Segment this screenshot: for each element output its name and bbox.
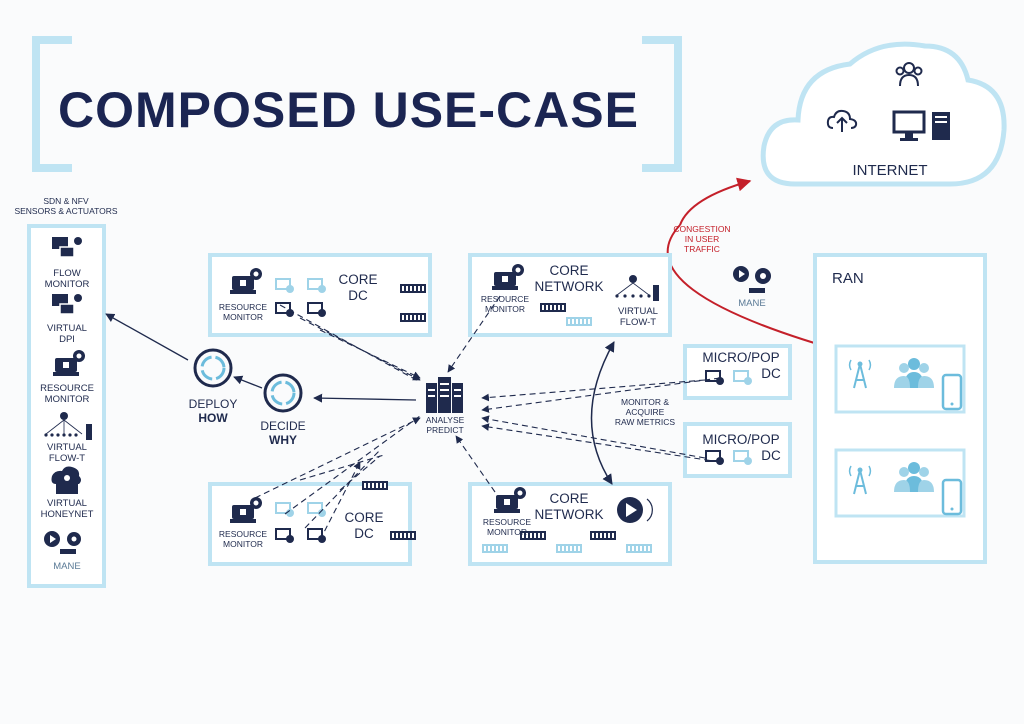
internet-cloud [760, 41, 1007, 187]
mane-icon-sidebar [44, 531, 81, 554]
cloud-upload-icon [826, 109, 858, 132]
server-tower-icon [932, 112, 950, 140]
desktop-icon [892, 110, 926, 141]
flow-monitor-icon [52, 237, 82, 258]
arrow-decide-to-deploy [233, 375, 263, 389]
micropop-bottom-box [683, 422, 792, 478]
virtual-flow-t-icon [44, 412, 92, 440]
users-icon [895, 62, 923, 87]
congestion-arrow-to-internet [679, 177, 752, 226]
mane-label: MANE [738, 298, 766, 309]
internet-label: INTERNET [852, 162, 928, 179]
decide-icon [263, 373, 303, 413]
arrow-core-network-link [590, 341, 615, 485]
ran-label: RAN [832, 270, 864, 287]
virtual-dpi-icon [52, 294, 82, 315]
sidebar-item-mane: MANE [53, 561, 81, 572]
media-play-icon [617, 497, 653, 523]
analyse-server-icon [426, 377, 463, 413]
sidebar-panel [27, 224, 106, 588]
arrow-deploy-to-sidebar [105, 313, 189, 361]
micropop-top-box [683, 344, 792, 400]
core-dc-top-box [208, 253, 432, 337]
title-bracket-right [642, 36, 682, 172]
page-title: COMPOSED USE-CASE [58, 82, 639, 138]
deploy-icon [193, 348, 233, 388]
mane-icon [733, 266, 771, 293]
virtual-honeynet-icon [51, 466, 81, 494]
title-bracket-left [32, 36, 72, 172]
arrow-analyse-to-decide [313, 393, 417, 403]
core-dc-bottom-box [208, 482, 412, 566]
congestion-arrow-to-ran [666, 224, 854, 358]
